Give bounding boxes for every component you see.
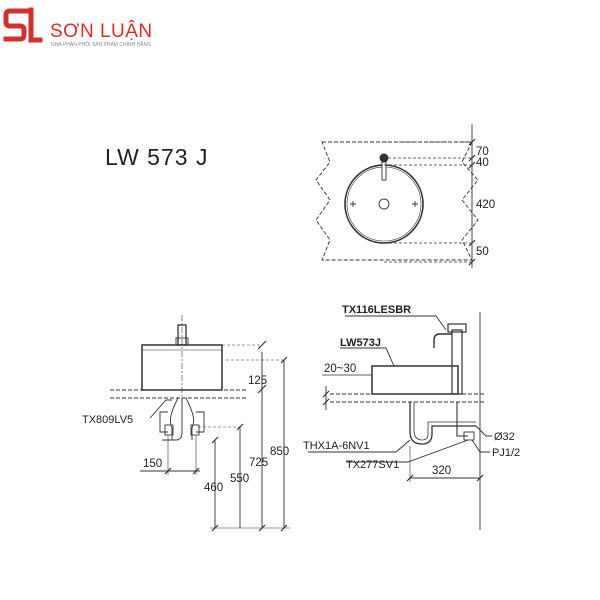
dim-front-725: 725: [249, 457, 268, 469]
dim-front-150: 150: [143, 458, 162, 470]
fixing-mark-right: [412, 201, 418, 207]
top-view: [315, 124, 479, 268]
drain-hole: [378, 198, 390, 210]
logo-s-mark: [3, 8, 29, 42]
side-faucet-body: [451, 329, 463, 395]
brand-name: SƠN LUẬN: [50, 20, 153, 42]
label-lw573j: LW573J: [340, 337, 381, 349]
label-pipe-size: Ø32: [494, 431, 515, 443]
supply-pipe-right: [185, 397, 195, 440]
side-basin: [371, 365, 459, 395]
dim-front-850: 850: [270, 446, 289, 458]
side-faucet-spout: [433, 333, 452, 348]
dim-front-550: 550: [230, 473, 249, 485]
dim-side-gap: 20~30: [324, 363, 356, 375]
model-title: LW 573 J: [105, 144, 208, 170]
label-tx809lv5: TX809LV5: [82, 414, 133, 426]
leader-tx809: [149, 399, 172, 419]
faucet-top: [379, 153, 389, 163]
label-thread: PJ1/2: [492, 447, 520, 459]
stop-valve-right: [190, 424, 200, 436]
label-thx1a-6nv1: THX1A-6NV1: [303, 440, 370, 452]
leader-valve: [346, 439, 469, 463]
brand-logo: [3, 7, 43, 43]
dim-top-70: 70: [476, 146, 489, 158]
leader-trap: [308, 439, 411, 453]
side-view: [308, 312, 492, 530]
label-tx116lesbr: TX116LESBR: [342, 304, 411, 316]
dim-top-40: 40: [476, 157, 489, 169]
logo-l-mark: [28, 7, 43, 43]
dim-front-460: 460: [204, 482, 223, 494]
counter-outline: [315, 141, 479, 261]
fixing-mark-left: [350, 201, 356, 207]
dim-side-depth: 320: [432, 465, 451, 477]
leader-ø32: [475, 425, 492, 437]
dim-top-50: 50: [476, 246, 489, 258]
supply-pipe-left: [169, 397, 179, 440]
faucet-spout-top: [381, 161, 387, 181]
leader-basin: [340, 347, 395, 367]
supply-line: [456, 402, 468, 437]
stop-valve-left: [164, 424, 174, 436]
leader-pj: [471, 439, 490, 453]
dim-front-125: 125: [248, 375, 267, 387]
drain-pipe: [162, 398, 183, 441]
leader-faucet: [345, 315, 447, 331]
dim-top-420: 420: [476, 199, 495, 211]
brand-tagline: NHÀ PHÂN PHỐI SẢN PHẨM CHÍNH HÃNG: [51, 41, 151, 48]
label-tx277sv1: TX277SV1: [346, 459, 399, 471]
front-view: [110, 315, 290, 532]
side-stop-valve: [463, 431, 475, 441]
trap: [409, 402, 476, 445]
